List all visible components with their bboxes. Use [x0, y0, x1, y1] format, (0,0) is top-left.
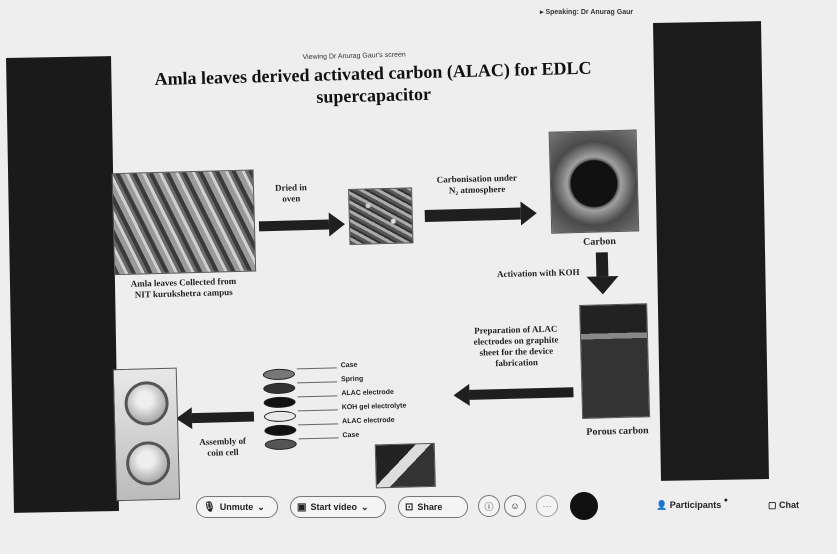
- coin-cell-photo: [112, 367, 181, 502]
- arrow-head-3: [586, 275, 619, 295]
- emoji-button[interactable]: ☺: [504, 495, 526, 517]
- speaking-indicator: ▸ Speaking: Dr Anurag Gaur: [540, 8, 633, 16]
- component-label: ALAC electrode: [341, 388, 394, 398]
- dried-label-line2: oven: [282, 193, 301, 204]
- assembly-line1: Assembly of: [199, 435, 247, 448]
- arrow-carbon-down: [595, 252, 609, 277]
- electrode-sample-photo: [374, 442, 436, 489]
- share-screen-icon: ⊡: [405, 501, 414, 513]
- microphone-icon: 🎙: [203, 501, 216, 513]
- carbonisation-label: Carbonisation under N₂ atmosphere: [422, 172, 533, 197]
- leader-line: [298, 437, 339, 440]
- unmute-button[interactable]: 🎙 Unmute ⌄: [196, 496, 278, 518]
- carbon-photo: [548, 129, 640, 234]
- koh-gel-layer: [263, 410, 297, 423]
- slide-title: Amla leaves derived activated carbon (AL…: [123, 56, 624, 113]
- leader-line: [297, 409, 338, 412]
- carbon-caption: Carbon: [582, 236, 617, 248]
- share-label: Share: [417, 502, 443, 512]
- video-camera-icon: ▣: [297, 501, 307, 513]
- porous-caption: Porous carbon: [586, 425, 649, 438]
- arrow-porous-to-components: [469, 387, 574, 400]
- speaker-icon: ▸: [540, 9, 546, 16]
- preparation-line4: fabrication: [495, 357, 539, 369]
- unmute-label: Unmute: [219, 502, 254, 512]
- participants-icon: 👤: [656, 500, 670, 510]
- arrow-dried-to-carbon: [424, 207, 521, 223]
- assembly-label: Assembly of coin cell: [192, 436, 253, 460]
- leader-line: [296, 367, 337, 370]
- dried-leaves-photo: [348, 187, 414, 246]
- viewing-label: Viewing Dr Anurag Gaur's screen: [302, 51, 406, 62]
- coin-cell-2: [125, 440, 171, 486]
- left-video-panel: [6, 56, 119, 513]
- dried-label: Dried in oven: [266, 182, 317, 205]
- component-label: Spring: [340, 375, 364, 384]
- alac-electrode-layer-1: [263, 396, 296, 409]
- assembly-line2: coin cell: [207, 446, 239, 458]
- component-label: Case: [340, 361, 358, 370]
- chat-button[interactable]: ▢ Chat: [768, 500, 799, 511]
- start-video-button[interactable]: ▣ Start video ⌄: [290, 496, 386, 518]
- participants-button[interactable]: 👤 Participants ●: [656, 497, 728, 511]
- arrow-head-1: [328, 212, 346, 237]
- participants-label: Participants: [669, 500, 722, 510]
- participant-count-dot: ●: [723, 497, 728, 504]
- chevron-down-icon: ⌄: [360, 501, 369, 512]
- coin-cell-1: [124, 380, 170, 426]
- case-layer-bottom: [264, 438, 297, 451]
- arrow-components-to-cell: [191, 411, 255, 424]
- activation-label: Activation with KOH: [496, 266, 580, 280]
- smile-icon: ☺: [510, 501, 520, 511]
- case-layer-top: [262, 368, 296, 381]
- amla-leaves-photo: [111, 169, 257, 276]
- more-button[interactable]: ···: [536, 495, 558, 517]
- chat-label: Chat: [779, 500, 800, 510]
- preparation-label: Preparation of ALAC electrodes on graphi…: [456, 323, 577, 370]
- reactions-button[interactable]: ⓘ: [478, 495, 500, 517]
- leave-button[interactable]: [570, 492, 598, 520]
- leader-line: [297, 395, 338, 398]
- start-video-label: Start video: [310, 502, 357, 512]
- leader-line: [297, 381, 338, 384]
- arrow-head-2: [520, 201, 538, 226]
- share-button[interactable]: ⊡ Share: [398, 496, 468, 518]
- spring-layer: [263, 382, 296, 395]
- leaves-caption: Amla leaves Collected from NIT kurukshet…: [108, 275, 259, 301]
- arrow-leaves-to-dried: [258, 219, 330, 232]
- chevron-down-icon: ⌄: [257, 501, 265, 512]
- component-label: KOH gel electrolyte: [341, 402, 407, 412]
- component-label: ALAC electrode: [342, 416, 395, 426]
- info-icon: ⓘ: [484, 501, 494, 512]
- ellipsis-icon: ···: [542, 501, 552, 511]
- speaking-label: Speaking: Dr Anurag Gaur: [545, 9, 634, 16]
- shared-slide: Viewing Dr Anurag Gaur's screen Amla lea…: [102, 21, 674, 505]
- porous-carbon-photo: [579, 303, 651, 419]
- chat-icon: ▢: [768, 500, 780, 510]
- leader-line: [298, 423, 339, 426]
- arrow-head-4: [453, 383, 470, 407]
- component-label: Case: [342, 431, 360, 440]
- alac-electrode-layer-2: [264, 424, 297, 437]
